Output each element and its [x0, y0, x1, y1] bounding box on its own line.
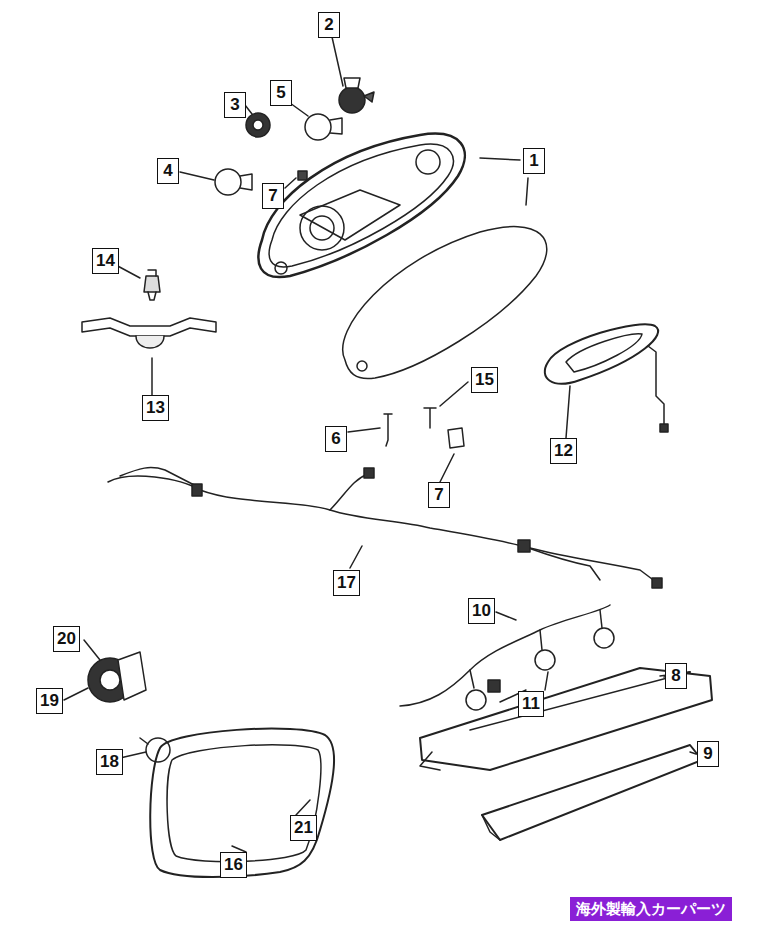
callout-number: 16 — [220, 852, 247, 878]
callout-number: 12 — [550, 438, 577, 464]
callout-number: 19 — [36, 688, 63, 714]
callout-number: 6 — [325, 426, 347, 452]
callout-number: 7 — [262, 183, 284, 209]
callout-number: 14 — [92, 248, 119, 274]
watermark: 海外製輸入カーパーツ — [570, 897, 732, 921]
callout-number: 7 — [428, 482, 450, 508]
callout-number: 21 — [290, 815, 317, 841]
callout-number: 5 — [270, 80, 292, 106]
callout-number: 10 — [468, 598, 495, 624]
callout-number: 15 — [471, 367, 498, 393]
callout-number: 8 — [665, 663, 687, 689]
callout-number: 11 — [518, 691, 544, 717]
callout-number: 1 — [523, 148, 545, 174]
callout-number: 13 — [142, 395, 169, 421]
callout-number: 18 — [96, 749, 123, 775]
callout-number: 20 — [53, 626, 80, 652]
callout-number: 3 — [224, 92, 246, 118]
callout-number: 4 — [157, 158, 179, 184]
callout-number: 9 — [697, 741, 719, 767]
callout-number: 2 — [318, 12, 340, 38]
callout-number: 17 — [333, 570, 360, 596]
